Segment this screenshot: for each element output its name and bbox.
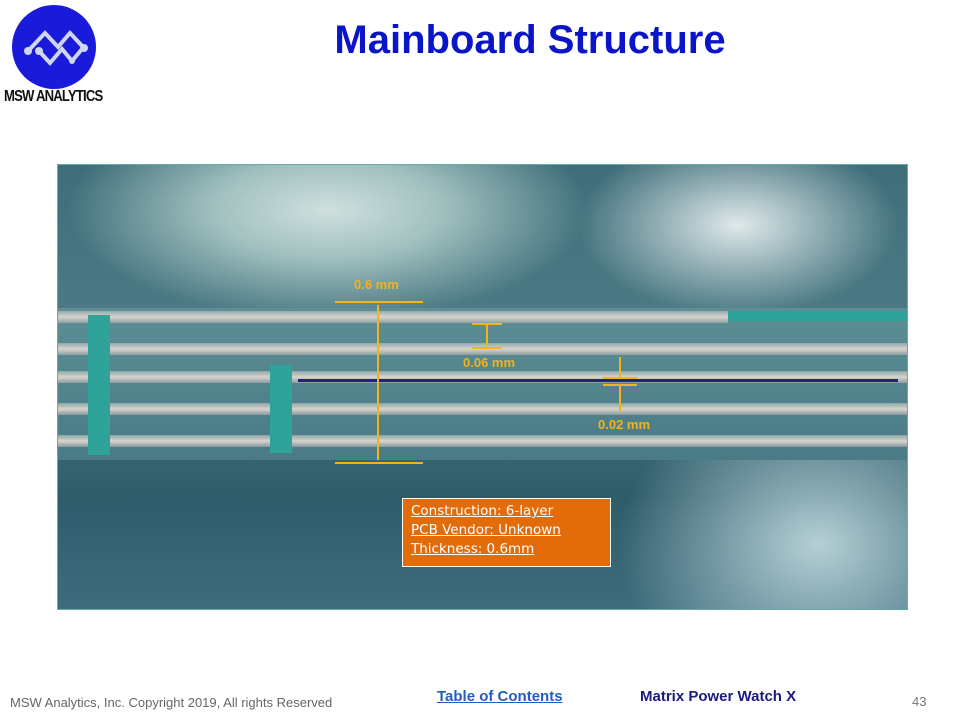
logo-mark-icon <box>24 30 88 67</box>
table-of-contents-link[interactable]: Table of Contents <box>437 688 563 705</box>
pcb-board <box>58 308 907 460</box>
info-box: Construction: 6-layer PCB Vendor: Unknow… <box>402 498 611 567</box>
gap-annotation: 0.02 mm <box>598 417 651 432</box>
thickness-annotation: 0.6 mm <box>354 277 399 292</box>
product-name: Matrix Power Watch X <box>640 688 797 705</box>
info-thickness: Thickness: 0.6mm <box>411 541 535 557</box>
info-vendor: PCB Vendor: Unknown <box>411 522 561 538</box>
pcb-cross-section-photo: 0.6 mm 0.06 mm 0.02 mm Construction: 6-l… <box>57 164 908 610</box>
page-number: 43 <box>912 694 927 709</box>
layer-annotation: 0.06 mm <box>463 355 516 370</box>
logo-text: MSW ANALYTICS <box>4 88 103 105</box>
info-construction: Construction: 6-layer <box>411 503 554 519</box>
page-title: Mainboard Structure <box>334 18 726 62</box>
logo <box>12 5 96 89</box>
copyright: MSW Analytics, Inc. Copyright 2019, All … <box>10 695 333 710</box>
